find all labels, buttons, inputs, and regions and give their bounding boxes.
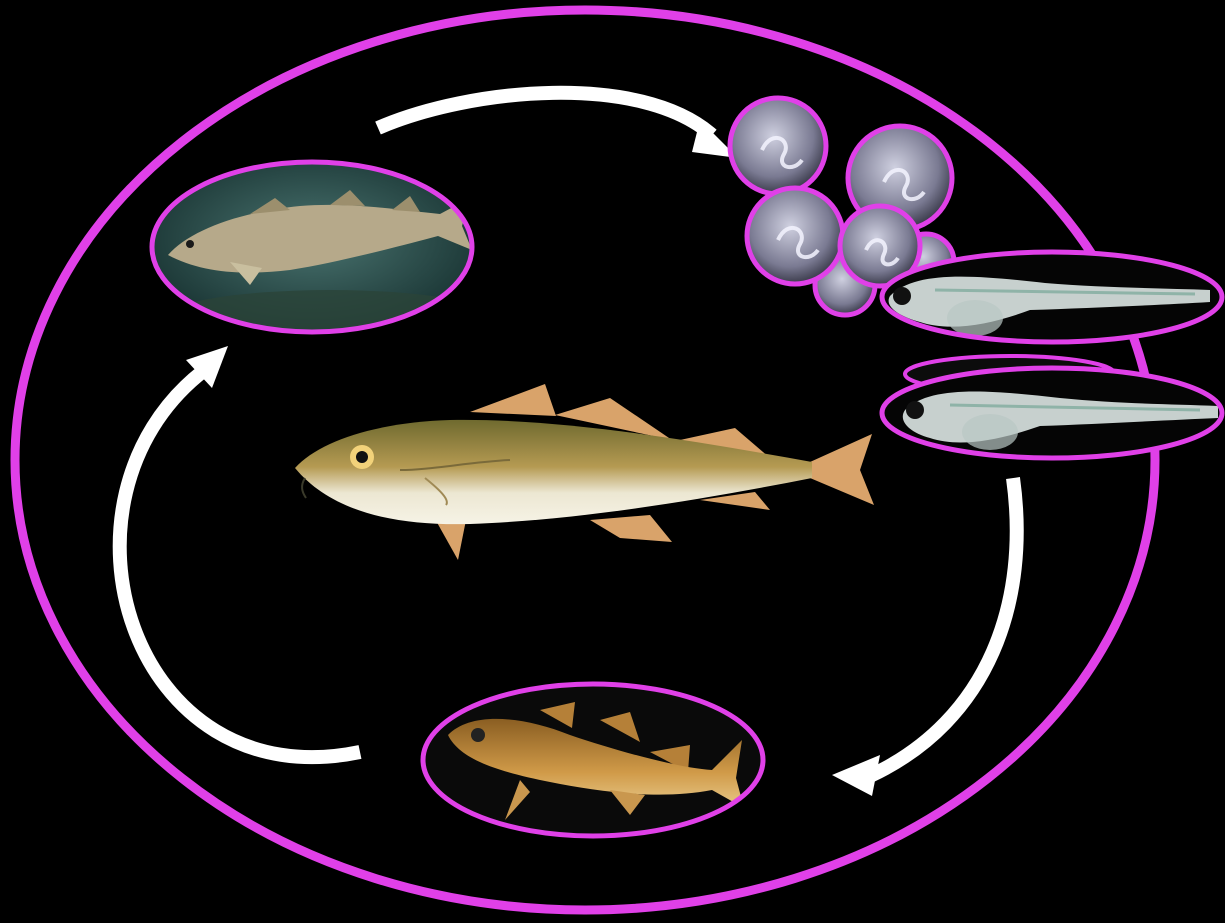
arrow-head-juvenile — [832, 755, 880, 796]
juvenile-stage — [420, 684, 765, 839]
arrow-juvenile-to-adult — [120, 372, 360, 757]
atlantic-cod-illustration-icon — [295, 384, 874, 560]
adult-habitat-stage — [150, 160, 500, 350]
arrow-larvae-to-juvenile — [870, 478, 1017, 776]
arrow-adult-to-eggs — [378, 93, 712, 135]
larvae-stage — [880, 250, 1225, 460]
